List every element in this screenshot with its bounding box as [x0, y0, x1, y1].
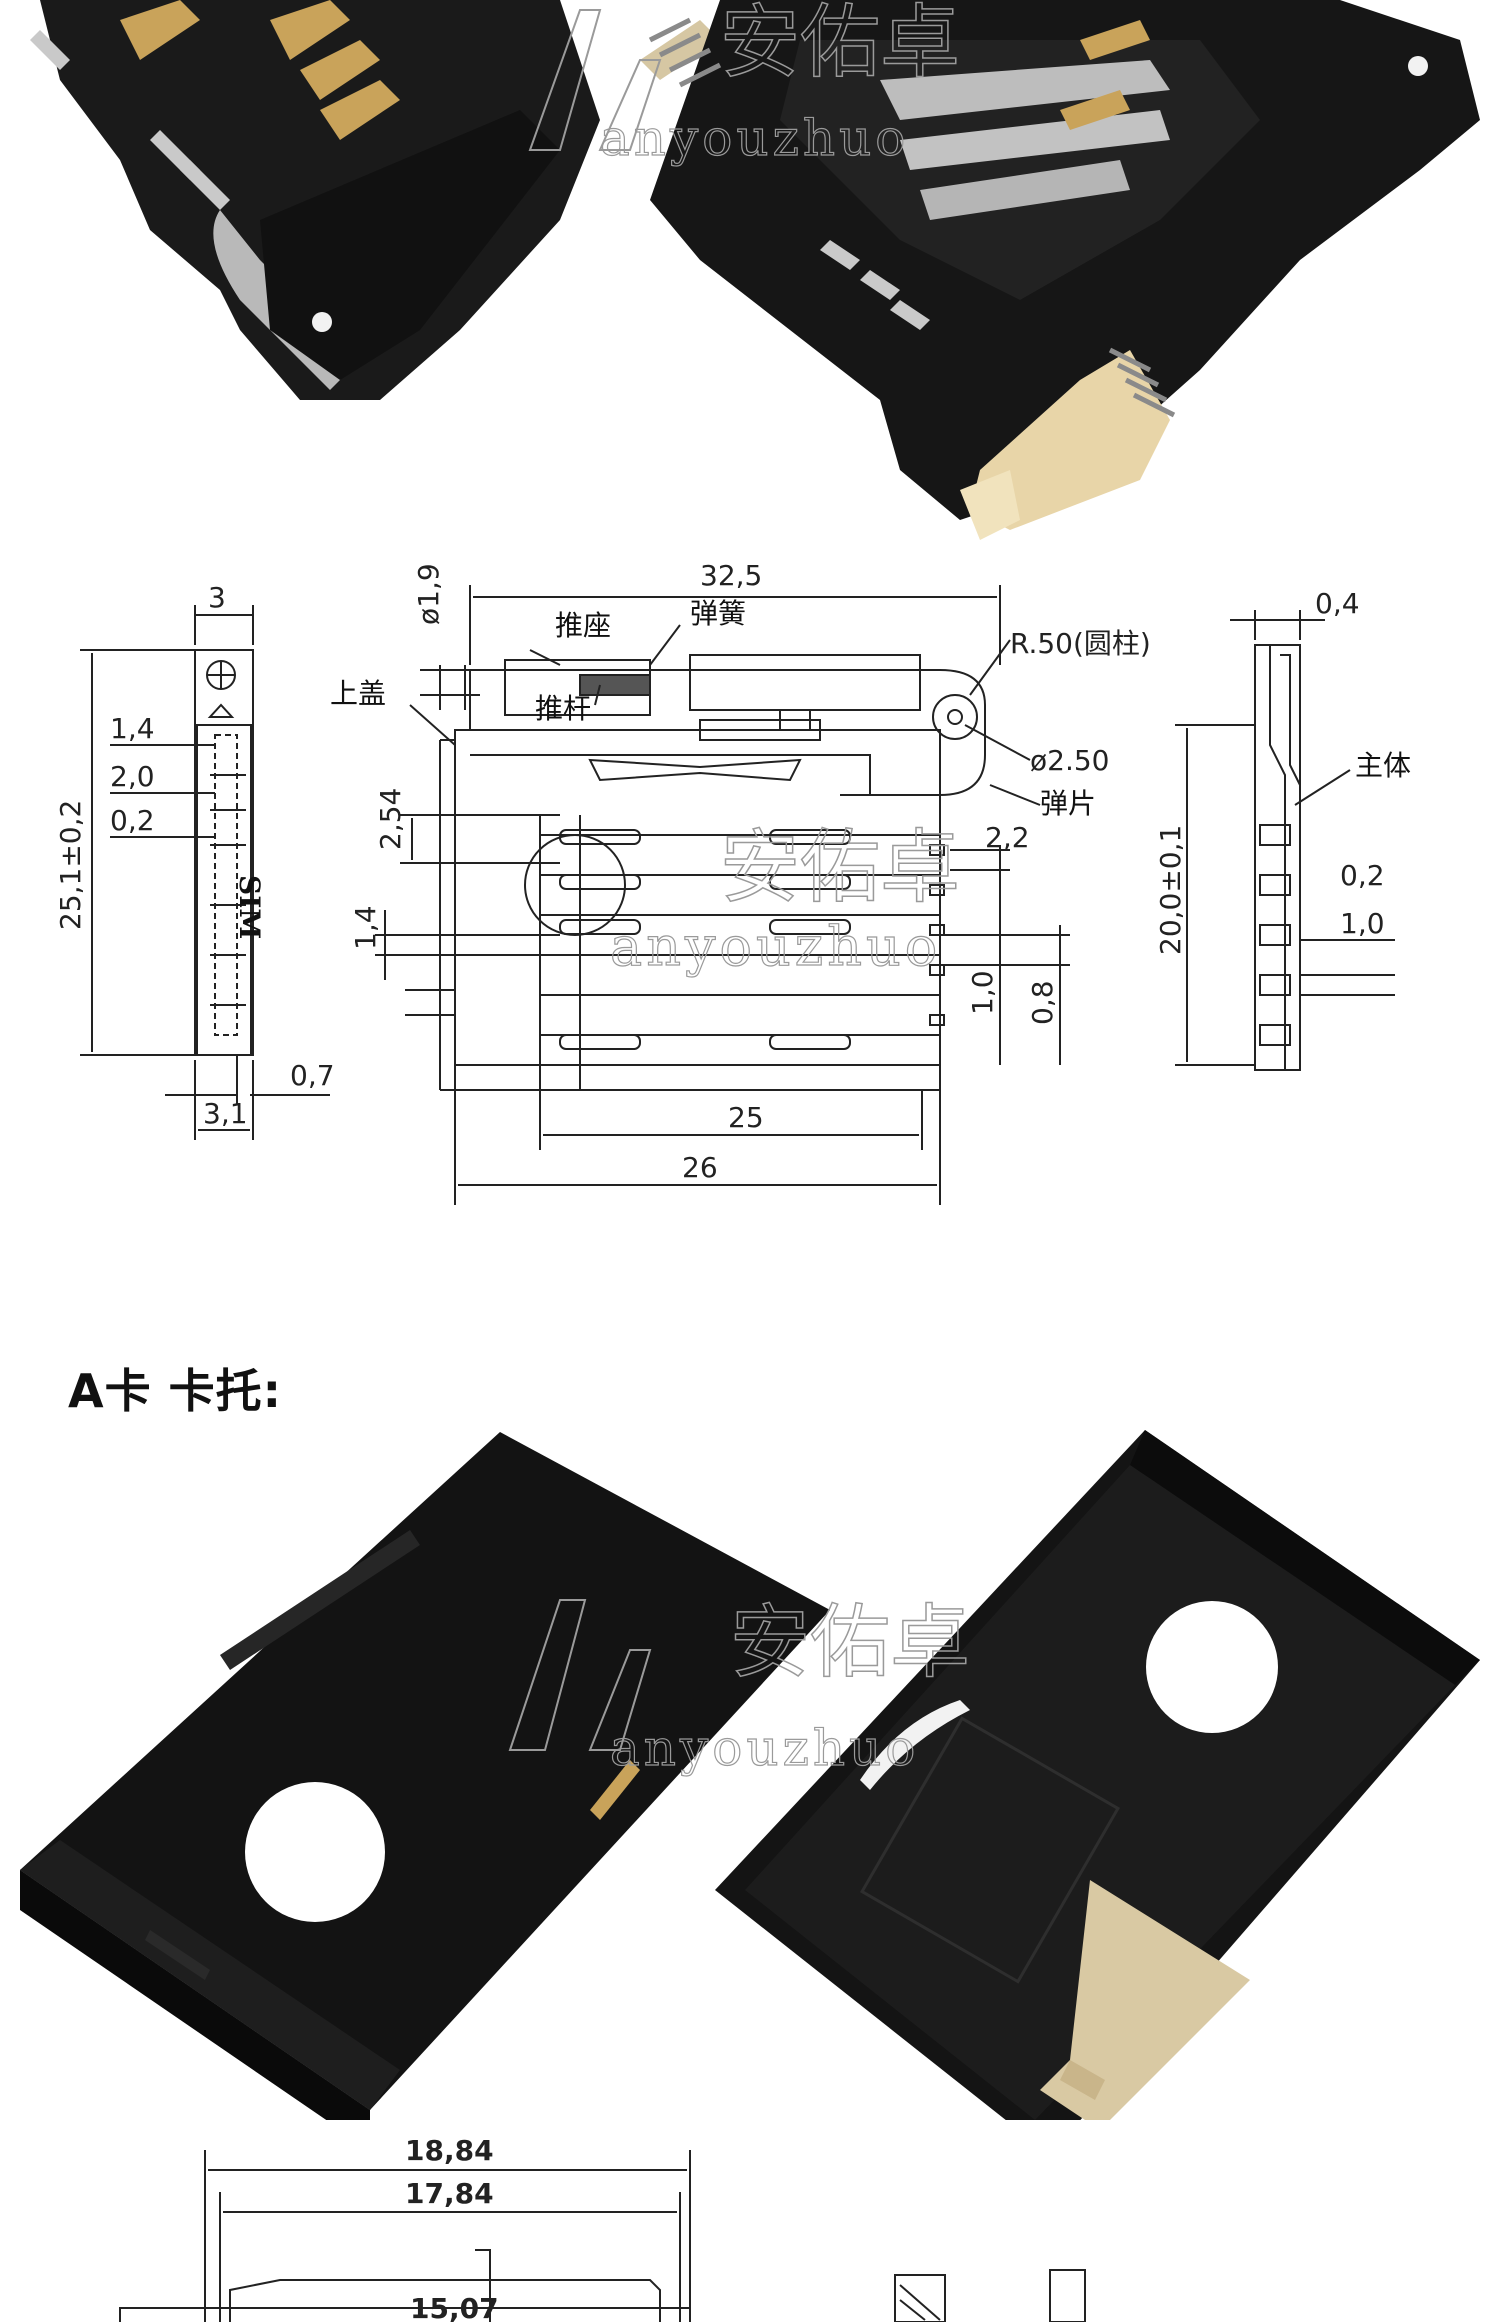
dim-20-0: 20,0±0,1	[1154, 825, 1187, 955]
label-hole-diameter: ø2.50	[1030, 744, 1109, 777]
dim-3: 3	[208, 581, 226, 614]
dim-0-2-left: 0,2	[110, 804, 155, 837]
dim-15-07: 15,07	[410, 2292, 499, 2322]
left-connector	[30, 0, 720, 400]
dim-2-2: 2,2	[985, 821, 1030, 854]
dim-1-4-left: 1,4	[110, 712, 155, 745]
label-spring-plate: 弹片	[1040, 787, 1096, 820]
dim-26: 26	[682, 1151, 718, 1184]
dim-1-0-right: 1,0	[1340, 907, 1385, 940]
label-push-rod: 推杆	[535, 692, 591, 725]
dim-18-84: 18,84	[405, 2134, 494, 2167]
watermark-brand: 安佑卓	[720, 0, 960, 89]
dim-25: 25	[728, 1101, 764, 1134]
dim-1-9: ø1,9	[412, 563, 445, 625]
dim-0-7: 0,7	[290, 1059, 335, 1092]
section-heading: A卡 卡托:	[68, 1364, 283, 1418]
watermark-brand-3: 安佑卓	[730, 1596, 970, 1689]
connector-drawing: 3 1,4 2,0 0,2 25,1±0,2 0,7 3,1 SIM ø1,9 …	[54, 559, 1411, 1205]
label-main-body: 主体	[1355, 749, 1411, 782]
card-tray-photo: 安佑卓 anyouzhuo	[20, 1430, 1480, 2120]
label-push-seat: 推座	[555, 609, 611, 642]
dim-1-0-mid: 1,0	[966, 970, 999, 1015]
dim-0-8: 0,8	[1026, 980, 1059, 1025]
dim-17-84: 17,84	[405, 2177, 494, 2210]
dim-0-2-right: 0,2	[1340, 859, 1385, 892]
watermark-pinyin: anyouzhuo	[600, 109, 909, 167]
tray-drawing: 18,84 17,84 15,07	[119, 2134, 1086, 2322]
dim-2-0: 2,0	[110, 760, 155, 793]
dim-1-4-mid: 1,4	[349, 905, 382, 950]
watermark-logo-3	[508, 1599, 652, 1751]
dim-32-5: 32,5	[700, 559, 762, 592]
right-tray	[715, 1430, 1480, 2120]
label-radius-pillar: R.50(圆柱)	[1010, 627, 1151, 660]
watermark-brand-2: 安佑卓	[720, 821, 960, 914]
label-spring: 弹簧	[690, 597, 746, 630]
sim-label: SIM	[233, 875, 266, 939]
dim-2-54: 2,54	[374, 788, 407, 850]
watermark-pinyin-3: anyouzhuo	[610, 1719, 919, 1777]
watermark-logo	[528, 9, 662, 151]
right-connector	[648, 0, 1480, 540]
left-tray	[20, 1432, 830, 2120]
watermark-pinyin-2: anyouzhuo	[610, 915, 941, 978]
dim-0-4: 0,4	[1315, 587, 1360, 620]
label-top-cover: 上盖	[330, 677, 386, 710]
dim-3-1: 3,1	[203, 1097, 248, 1130]
connector-photo: 安佑卓 anyouzhuo	[30, 0, 1480, 540]
dim-25-1: 25,1±0,2	[54, 800, 87, 930]
